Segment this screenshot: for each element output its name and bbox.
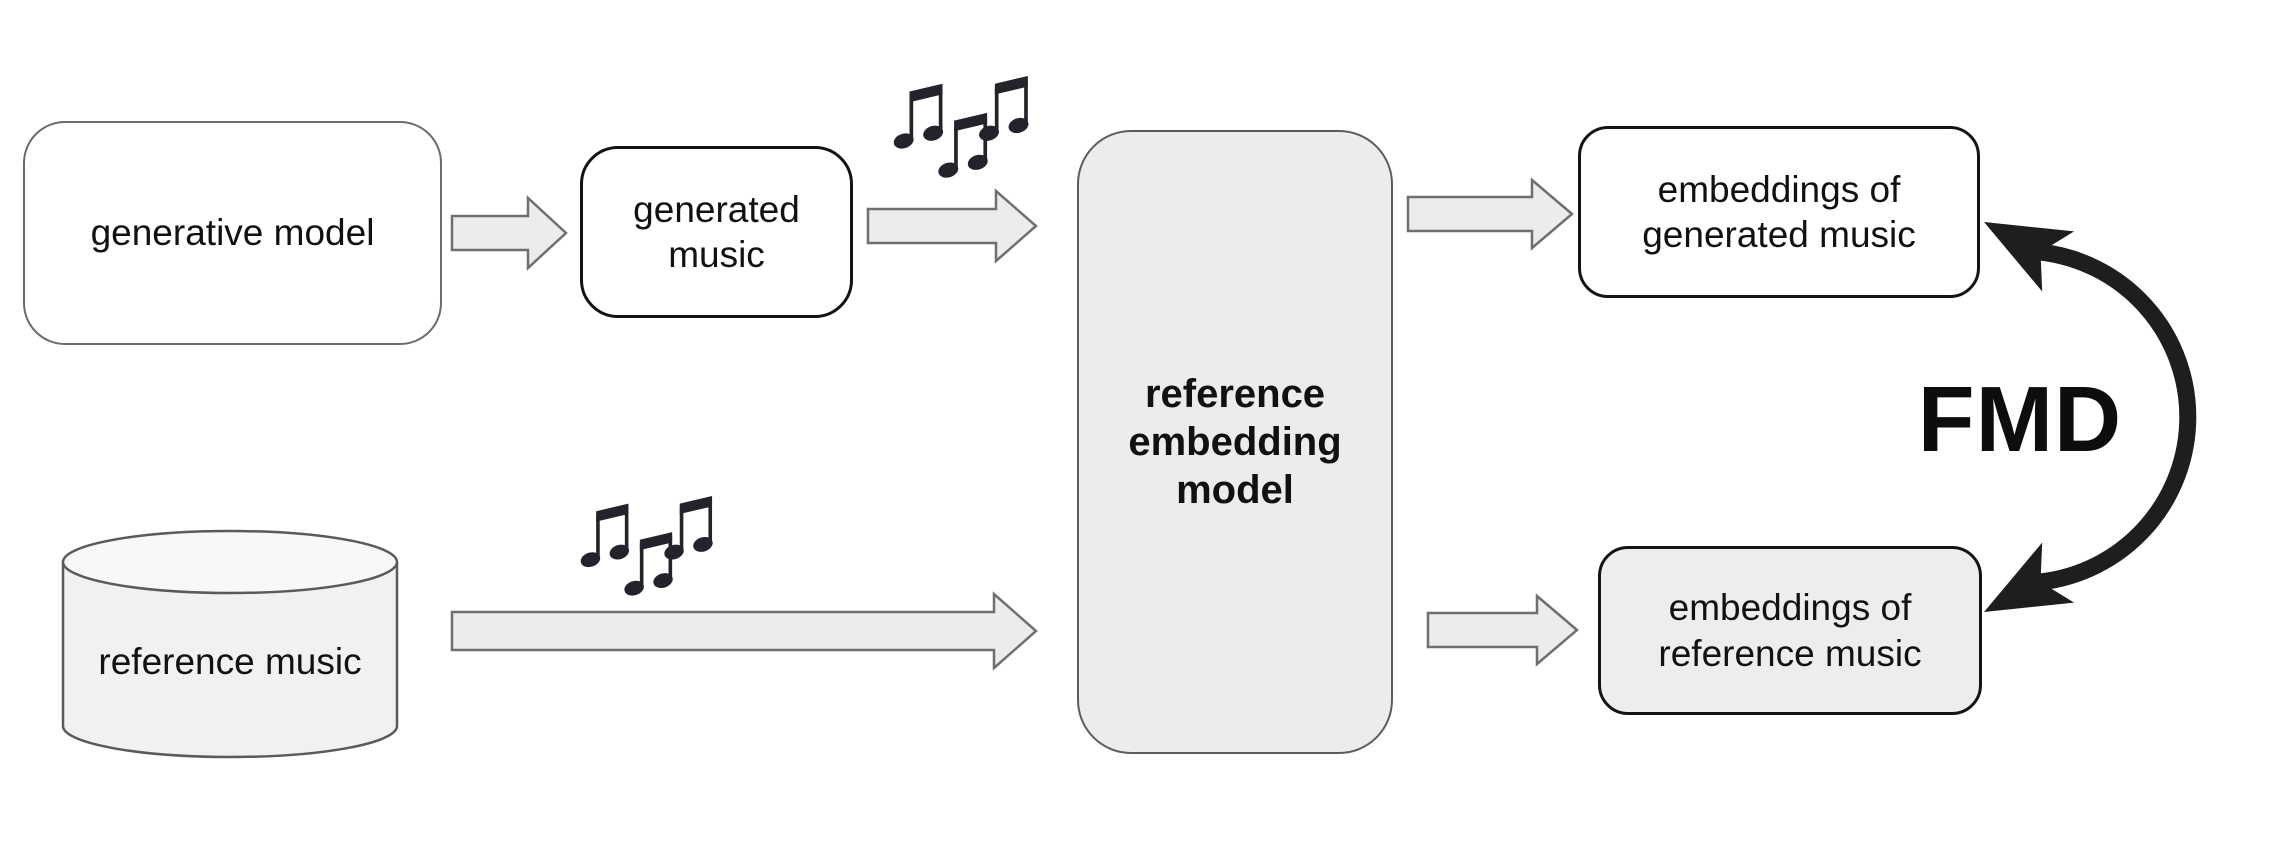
reference-embedding-model-box: reference embedding model: [1077, 130, 1393, 754]
reference-music-cylinder: [61, 529, 399, 759]
embeddings-of-reference-music-label: embeddings of reference music: [1658, 587, 1922, 674]
embeddings-of-generated-music-box: embeddings of generated music: [1578, 126, 1980, 298]
arrow-generative-to-generated: [450, 195, 568, 271]
arrow-model-to-embeddings-reference: [1426, 593, 1579, 667]
music-notes-icon: [579, 496, 715, 598]
generated-music-label: generated music: [633, 188, 800, 275]
arrow-generated-to-model: [866, 188, 1038, 264]
fmd-label: FMD: [1917, 367, 2123, 471]
generative-model-label: generative model: [90, 212, 375, 254]
generative-model-box: generative model: [23, 121, 442, 345]
music-notes-icon: [892, 76, 1031, 180]
embeddings-of-reference-music-box: embeddings of reference music: [1598, 546, 1982, 715]
arrow-model-to-embeddings-generated: [1406, 177, 1574, 251]
embeddings-of-generated-music-label: embeddings of generated music: [1642, 168, 1916, 255]
fmd-curved-arrow: [1984, 222, 2197, 612]
generated-music-box: generated music: [580, 146, 853, 318]
reference-music-label-container: reference music: [63, 580, 397, 744]
reference-music-label: reference music: [98, 641, 362, 683]
reference-embedding-model-label: reference embedding model: [1128, 372, 1342, 512]
arrow-reference-to-model: [450, 591, 1038, 671]
